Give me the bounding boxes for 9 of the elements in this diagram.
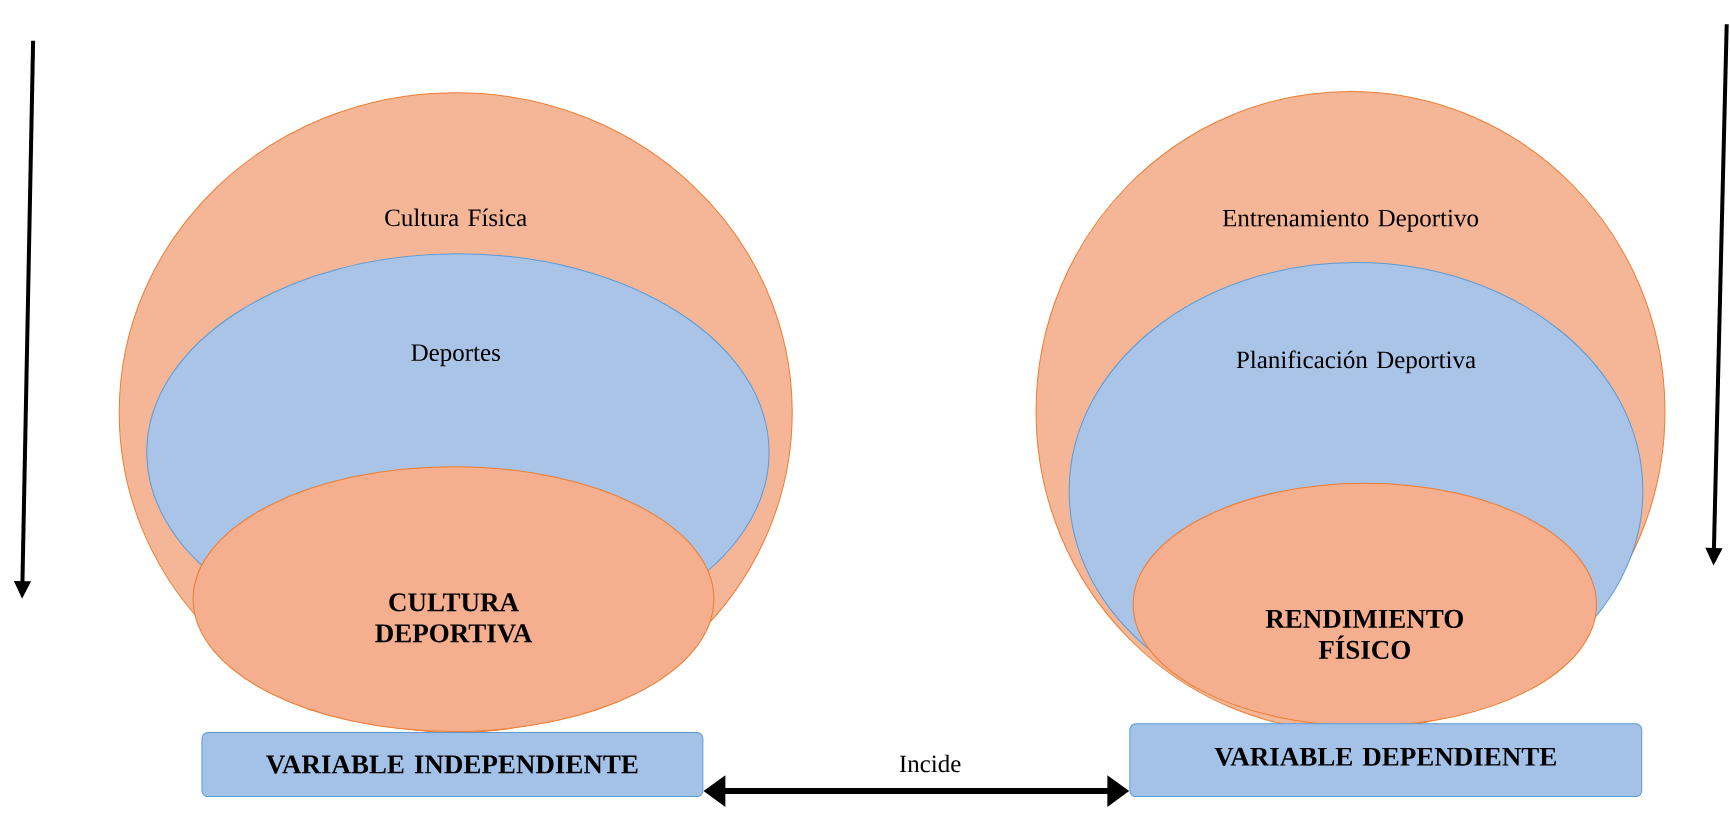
node-label: RENDIMIENTO FÍSICO <box>1265 609 1463 659</box>
node-label: Deportes <box>411 344 500 367</box>
edge-label: Incide <box>896 752 964 775</box>
node-label: Entrenamiento Deportivo <box>1222 209 1478 232</box>
node-label: Planificación Deportiva <box>1236 350 1476 374</box>
node-label: VARIABLE DEPENDIENTE <box>1214 747 1556 766</box>
node-label: CULTURA DEPORTIVA <box>375 593 533 643</box>
node-label: VARIABLE INDEPENDIENTE <box>266 755 638 774</box>
node-label: Cultura Física <box>385 208 527 227</box>
